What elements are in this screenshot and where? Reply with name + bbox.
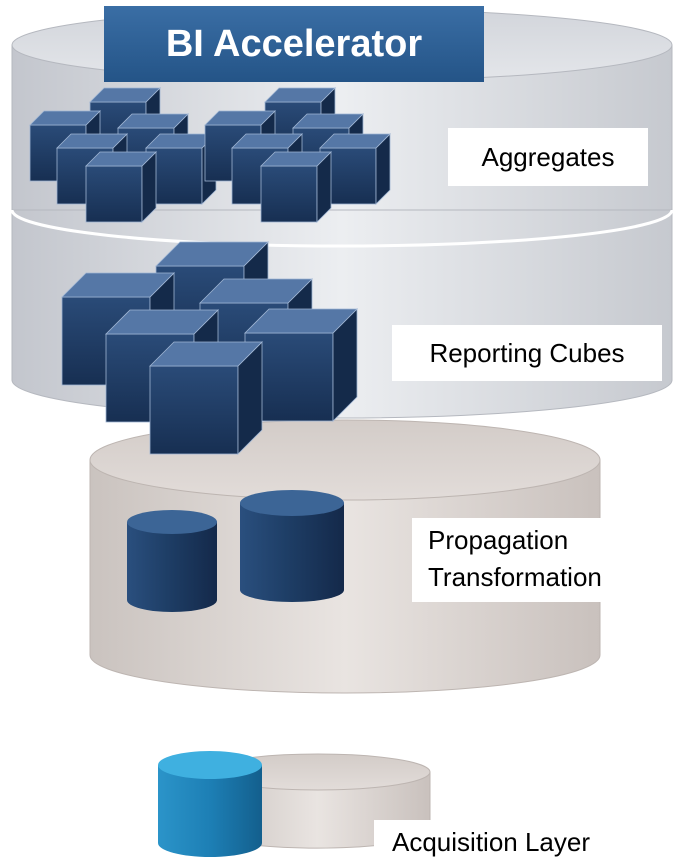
propagation-transformation-label: Propagation Transformation (412, 518, 642, 602)
cube-icon (149, 341, 263, 455)
cube-icon (260, 151, 332, 223)
database-cylinder-icon (240, 490, 344, 602)
database-cylinder-icon (127, 510, 217, 612)
propagation-label-line: Propagation (428, 525, 569, 555)
transformation-label-line: Transformation (428, 562, 602, 592)
reporting-cubes-label: Reporting Cubes (392, 325, 662, 381)
diagram-title: BI Accelerator (104, 6, 484, 82)
acquisition-layer-label: Acquisition Layer (374, 820, 672, 864)
aggregates-label: Aggregates (448, 128, 648, 186)
cube-icon (85, 151, 157, 223)
acquisition-database-icon (158, 751, 262, 857)
